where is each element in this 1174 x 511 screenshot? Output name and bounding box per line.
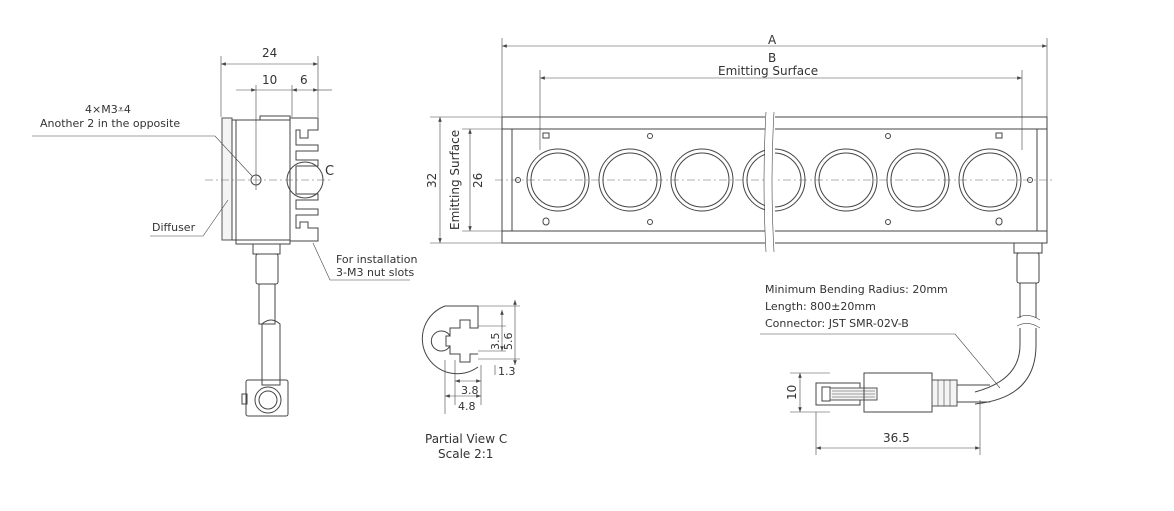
connector-note: Connector: JST SMR-02V-B (765, 317, 909, 330)
dim-b: B (768, 51, 776, 65)
led-lens-icon (526, 148, 590, 212)
dim-26: 26 (471, 173, 485, 188)
led-lens-icon (598, 148, 662, 212)
dim-32: 32 (425, 173, 439, 188)
screw-note-opposite: Another 2 in the opposite (40, 117, 180, 130)
led-lens-icon (886, 148, 950, 212)
front-view: A B Emitting Surface 32 26 Emitting Surf… (425, 33, 1055, 405)
dim-36-5: 36.5 (883, 431, 910, 445)
dim-10: 10 (262, 73, 277, 87)
led-lens-icon (818, 152, 874, 208)
side-view: 24 10 6 C 4×M3⩡4 Another 2 in the opposi… (32, 46, 417, 417)
partial-view-c: 3.5 5.6 1.3 3.8 4.8 Partial View C Scale… (421, 300, 520, 461)
led-lens-icon (962, 152, 1018, 208)
led-lens-icon (602, 152, 658, 208)
led-lens-icon (814, 148, 878, 212)
cable-note: Minimum Bending Radius: 20mm Length: 800… (760, 283, 1001, 389)
install-note: For installation (336, 253, 417, 266)
dim-26-caption: Emitting Surface (448, 130, 462, 230)
dim-3-8: 3.8 (461, 384, 479, 397)
led-lens-icon (530, 152, 586, 208)
dim-3-5: 3.5 (489, 333, 502, 351)
screw-hole-icon (250, 174, 262, 186)
detail-marker-c: C (325, 164, 334, 179)
bending-radius-note: Minimum Bending Radius: 20mm (765, 283, 948, 296)
led-lens-icon (674, 152, 730, 208)
length-note: Length: 800±20mm (765, 300, 876, 313)
dim-b-caption: Emitting Surface (718, 64, 818, 78)
dim-10-connector: 10 (785, 385, 799, 400)
partial-view-title: Partial View C (425, 432, 507, 446)
detail-circle-c (286, 161, 324, 199)
dim-1-3: 1.3 (498, 365, 516, 378)
dim-5-6: 5.6 (502, 333, 515, 351)
led-lens-icon (890, 152, 946, 208)
partial-view-scale: Scale 2:1 (438, 447, 493, 461)
screw-note: 4×M3⩡4 (85, 103, 131, 116)
dim-6: 6 (300, 73, 308, 87)
dim-4-8: 4.8 (458, 400, 476, 413)
dim-a: A (768, 33, 777, 47)
diffuser-label: Diffuser (152, 221, 196, 234)
led-lens-icon (958, 148, 1022, 212)
dim-24: 24 (262, 46, 277, 60)
connector-drawing: 10 36.5 (785, 372, 990, 455)
install-note-slots: 3-M3 nut slots (336, 266, 415, 279)
led-lens-icon (670, 148, 734, 212)
